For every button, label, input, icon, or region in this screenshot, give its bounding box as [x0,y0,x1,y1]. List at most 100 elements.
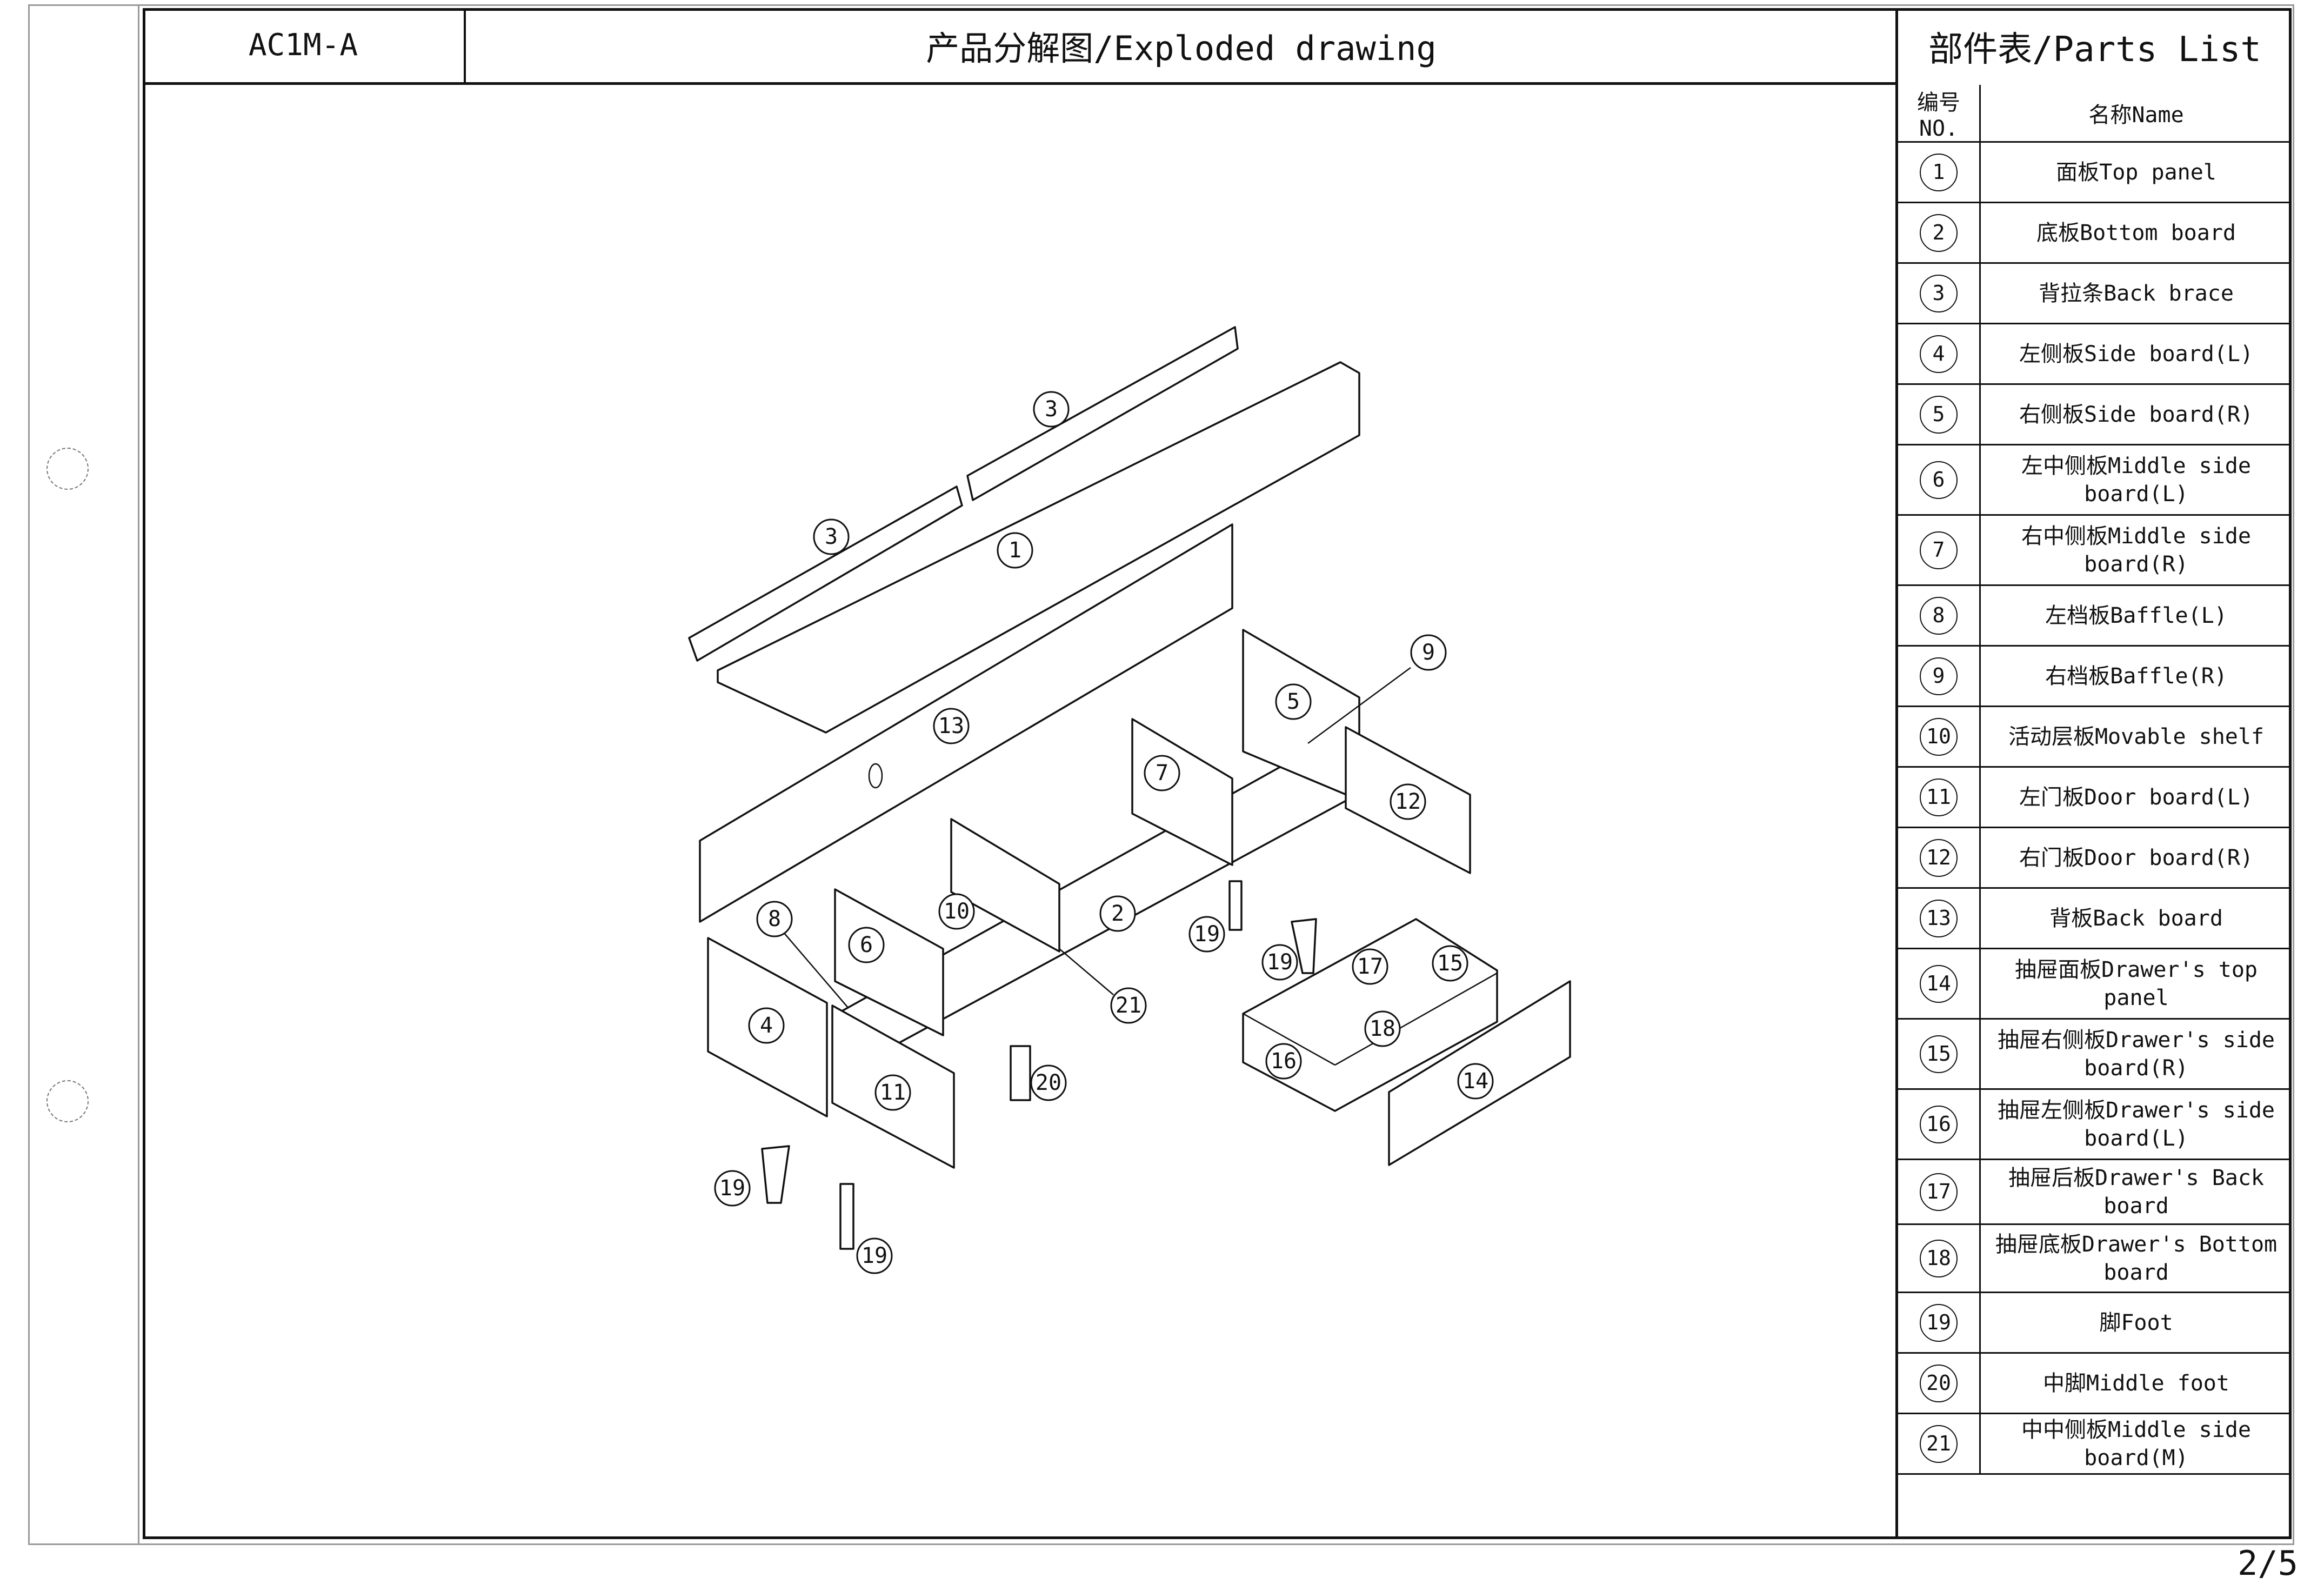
callout: 18 [1364,1010,1401,1047]
part-name: 抽屉底板Drawer's Bottom board [1980,1224,2292,1293]
callout: 17 [1352,948,1388,985]
part-name: 右门板Door board(R) [1980,827,2292,889]
part-number-circle: 8 [1920,596,1958,635]
part-name: 左中侧板Middle side board(L) [1980,444,2292,516]
foot [839,1183,854,1250]
part-name: 右侧板Side board(R) [1980,384,2292,445]
callout: 19 [1261,944,1298,981]
parts-table-row: 7 右中侧板Middle side board(R) [1898,515,2292,586]
svg-text:12: 12 [1395,789,1421,814]
svg-text:11: 11 [880,1080,906,1105]
svg-text:17: 17 [1357,954,1383,979]
part-number: 13 [1898,888,1981,949]
callout: 19 [714,1170,751,1207]
part-number: 17 [1898,1159,1981,1225]
part-name: 左侧板Side board(L) [1980,323,2292,385]
part-number-circle: 18 [1920,1239,1958,1277]
part-number-circle: 19 [1920,1303,1958,1342]
middle-side-board-left [834,888,944,1036]
middle-foot [1010,1045,1031,1101]
svg-text:9: 9 [1422,640,1435,665]
svg-text:15: 15 [1437,951,1463,976]
parts-table-row: 19 脚Foot [1898,1292,2292,1354]
sheet-border [28,4,2294,1545]
part-name: 活动层板Movable shelf [1980,706,2292,768]
svg-text:8: 8 [768,907,781,931]
part-name: 中中侧板Middle side board(M) [1980,1413,2292,1475]
part-name: 背板Back board [1980,888,2292,949]
middle-side-board-middle [950,818,1060,953]
callout: 9 [1410,634,1447,671]
part-number-circle: 14 [1920,964,1958,1003]
part-number: 10 [1898,706,1981,768]
svg-text:1: 1 [1009,538,1021,563]
svg-text:7: 7 [1156,761,1168,786]
part-number: 4 [1898,323,1981,385]
part-number: 18 [1898,1224,1981,1293]
part-number: 15 [1898,1019,1981,1090]
part-number: 11 [1898,767,1981,828]
part-number-circle: 12 [1920,838,1958,877]
callout: 1 [997,532,1033,569]
model-code: AC1M-A [143,8,466,85]
part-number-circle: 13 [1920,899,1958,937]
callout: 3 [1033,391,1070,428]
part-number: 2 [1898,202,1981,264]
svg-text:4: 4 [760,1013,773,1038]
part-number: 8 [1898,585,1981,647]
part-number-circle: 3 [1920,274,1958,312]
part-name: 右中侧板Middle side board(R) [1980,515,2292,586]
part-number: 16 [1898,1089,1981,1160]
callout: 15 [1432,945,1468,982]
svg-text:16: 16 [1271,1049,1297,1074]
parts-table-row: 10 活动层板Movable shelf [1898,706,2292,768]
part-name: 背拉条Back brace [1980,263,2292,324]
svg-text:19: 19 [719,1176,745,1201]
part-name: 抽屉左侧板Drawer's side board(L) [1980,1089,2292,1160]
part-number: 6 [1898,444,1981,516]
callout: 10 [938,893,975,930]
svg-text:2: 2 [1111,901,1124,926]
callout: 11 [874,1074,911,1111]
part-name: 右档板Baffle(R) [1980,645,2292,707]
punch-hole [46,1080,89,1122]
svg-text:10: 10 [944,899,970,924]
part-number: 7 [1898,515,1981,586]
callout: 5 [1275,683,1312,720]
callout: 20 [1030,1064,1067,1101]
part-number-circle: 2 [1920,214,1958,252]
part-number-circle: 10 [1920,717,1958,756]
part-name: 抽屉后板Drawer's Back board [1980,1159,2292,1225]
part-name: 脚Foot [1980,1292,2292,1354]
parts-divider [1895,8,1898,1539]
svg-text:14: 14 [1462,1069,1488,1094]
callout: 19 [1188,916,1225,953]
svg-text:19: 19 [1194,922,1220,947]
callout: 4 [748,1007,785,1044]
part-number-circle: 4 [1920,335,1958,373]
svg-text:18: 18 [1370,1016,1395,1041]
svg-text:21: 21 [1116,993,1141,1018]
middle-side-board-right [1131,718,1233,866]
part-name: 面板Top panel [1980,142,2292,203]
page-number: 2/5 [2238,1543,2298,1583]
svg-text:5: 5 [1287,689,1300,714]
callout: 16 [1265,1043,1302,1080]
part-name: 抽屉面板Drawer's top panel [1980,948,2292,1020]
back-brace [966,326,1239,501]
svg-text:13: 13 [938,714,964,738]
callout: 8 [756,901,793,937]
parts-list-title: 部件表/Parts List [1928,30,2261,70]
part-number: 5 [1898,384,1981,445]
part-number-circle: 7 [1920,531,1958,569]
svg-text:20: 20 [1036,1070,1061,1095]
callout: 6 [848,927,885,963]
part-number-circle: 20 [1920,1364,1958,1402]
